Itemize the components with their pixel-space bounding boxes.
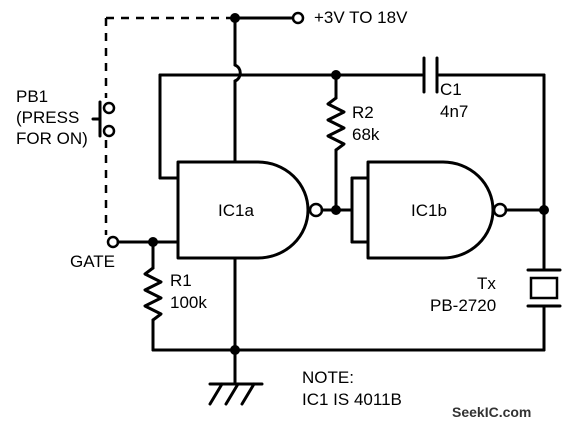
ic1b-label: IC1b [411,201,447,220]
note-line1: NOTE: [302,368,354,387]
c1-name: C1 [440,80,462,99]
supply-label: +3V TO 18V [314,8,408,27]
capacitor-c1 [422,56,546,270]
note-line2: IC1 IS 4011B [302,390,402,409]
ic1a-label: IC1a [218,201,254,220]
r1-value: 100k [170,293,207,312]
gate-input [106,235,180,249]
pb1-label: PB1 [16,87,49,106]
r2-value: 68k [352,125,380,144]
ground-rail [151,345,546,406]
pb1-switch [91,16,235,235]
feedback-wire [158,70,424,180]
r1-name: R1 [170,271,192,290]
c1-value: 4n7 [440,102,469,121]
r2-name: R2 [352,103,374,122]
pb1-label-line3: FOR ON) [16,129,88,148]
transducer-tx [526,268,562,352]
tx-value: PB-2720 [430,296,497,315]
nand-gate-ic1b [350,160,549,260]
gate-label: GATE [70,252,116,271]
resistor-r1 [143,240,163,352]
watermark: SeekIC.com [452,404,532,420]
tx-name: Tx [477,274,496,293]
resistor-r2 [326,73,346,215]
supply-rail [230,11,305,164]
nand-gate-ic1a [176,160,354,352]
pb1-label-line2: (PRESS [16,108,80,127]
